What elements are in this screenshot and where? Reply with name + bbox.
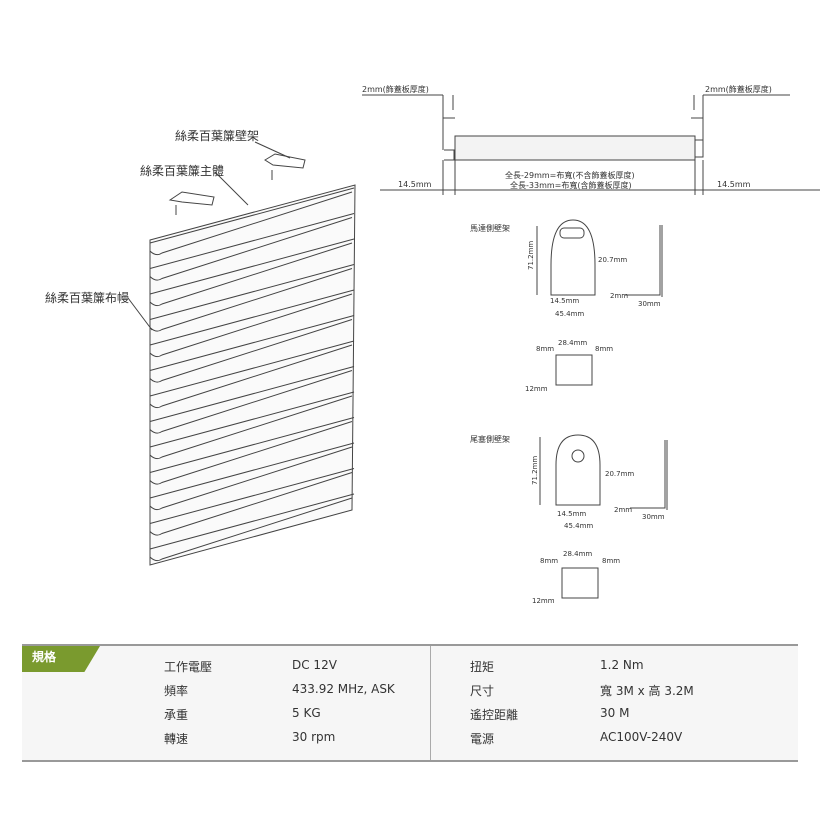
dim-left-thickness: 2mm(飾蓋板厚度): [362, 84, 429, 94]
spec-title: 規格: [22, 646, 100, 672]
dim-b3: 8mm: [602, 557, 620, 565]
spec-value: 1.2 Nm: [600, 658, 644, 672]
spec-key: 尺寸: [470, 684, 495, 698]
motor-bracket-title: 馬達側壁架: [470, 223, 510, 233]
dim-b3: 8mm: [595, 345, 613, 353]
blind-slat: [149, 442, 355, 511]
blind-slat: [149, 340, 355, 409]
leader-line: [214, 171, 249, 206]
blind-slat: [149, 493, 355, 562]
dim-d2: 14.5mm: [550, 297, 579, 305]
spec-value: 433.92 MHz, ASK: [292, 682, 395, 696]
dim-b4: 12mm: [532, 597, 555, 605]
dim-b2: 8mm: [540, 557, 558, 565]
tube-drawing: 2mm(飾蓋板厚度) 2mm(飾蓋板厚度) 14.5mm 14.5mm 全長-2…: [362, 84, 820, 195]
spec-key: 頻率: [164, 684, 189, 698]
label-main-body: 絲柔百葉簾主體: [140, 164, 225, 178]
dim-b1: 28.4mm: [563, 550, 592, 558]
label-fabric: 絲柔百葉簾布幔: [45, 291, 130, 305]
dim-d3: 45.4mm: [555, 310, 584, 318]
spec-value: 5 KG: [292, 706, 321, 720]
spec-key: 扭矩: [470, 660, 495, 674]
spec-key: 承重: [164, 708, 189, 722]
dim-width-excl: 全長-29mm=布寬(不含飾蓋板厚度): [505, 170, 635, 180]
blind-slat: [149, 315, 355, 383]
wall-bracket-right: [264, 153, 306, 180]
dim-right-offset: 14.5mm: [717, 180, 751, 189]
dim-b2: 8mm: [536, 345, 554, 353]
dim-right-thickness: 2mm(飾蓋板厚度): [705, 84, 772, 94]
spec-key: 轉速: [164, 732, 189, 746]
blind-slat: [149, 289, 355, 358]
spec-value: 30 M: [600, 706, 630, 720]
leader-line: [254, 141, 291, 159]
dim-left-offset: 14.5mm: [398, 180, 432, 189]
label-wall-bracket: 絲柔百葉簾壁架: [175, 129, 260, 143]
spec-value: 30 rpm: [292, 730, 336, 744]
dim-d1: 20.7mm: [598, 256, 627, 264]
dim-d4: 2mm: [614, 506, 632, 514]
technical-drawing: 2mm(飾蓋板厚度) 2mm(飾蓋板厚度) 14.5mm 14.5mm 全長-2…: [127, 84, 820, 605]
dim-b4: 12mm: [525, 385, 548, 393]
wall-bracket-left: [168, 191, 215, 215]
dim-d5: 30mm: [642, 513, 665, 521]
blind-slat: [149, 366, 355, 434]
dim-b1: 28.4mm: [558, 339, 587, 347]
dim-d3: 45.4mm: [564, 522, 593, 530]
spec-value: AC100V-240V: [600, 730, 683, 744]
spec-value: 寬 3M x 高 3.2M: [600, 684, 694, 698]
blind-slat: [149, 417, 355, 485]
blind-slat: [149, 213, 355, 281]
dim-d2: 14.5mm: [557, 510, 586, 518]
motor-bracket-drawing: 馬達側壁架 71.2mm 20.7mm 14.5mm 45.4mm 2mm 30…: [470, 219, 663, 393]
blind-slat: [149, 468, 355, 536]
dim-d4: 2mm: [610, 292, 628, 300]
blind-slat: [149, 391, 355, 460]
dim-height: 71.2mm: [527, 241, 535, 270]
dim-height: 71.2mm: [531, 456, 539, 485]
leader-line: [127, 297, 153, 331]
dim-d1: 20.7mm: [605, 470, 634, 478]
spec-table: 規格 工作電壓 DC 12V 頻率 433.92 MHz, ASK 承重 5 KG 轉速 30…: [22, 644, 798, 762]
dim-width-incl: 全長-33mm=布寬(含飾蓋板厚度): [510, 180, 632, 190]
end-bracket-drawing: 尾塞側壁架 71.2mm 20.7mm 14.5mm 45.4mm 2mm 30…: [470, 434, 668, 605]
blind-drawing: [149, 184, 356, 566]
end-bracket-title: 尾塞側壁架: [470, 434, 510, 444]
spec-key: 工作電壓: [164, 660, 213, 674]
spec-value: DC 12V: [292, 658, 337, 672]
spec-divider: [430, 646, 431, 760]
blind-slat: [149, 187, 355, 256]
spec-key: 遙控距離: [470, 708, 519, 722]
blind-slat: [149, 238, 355, 307]
spec-key: 電源: [470, 732, 495, 746]
dim-d5: 30mm: [638, 300, 661, 308]
